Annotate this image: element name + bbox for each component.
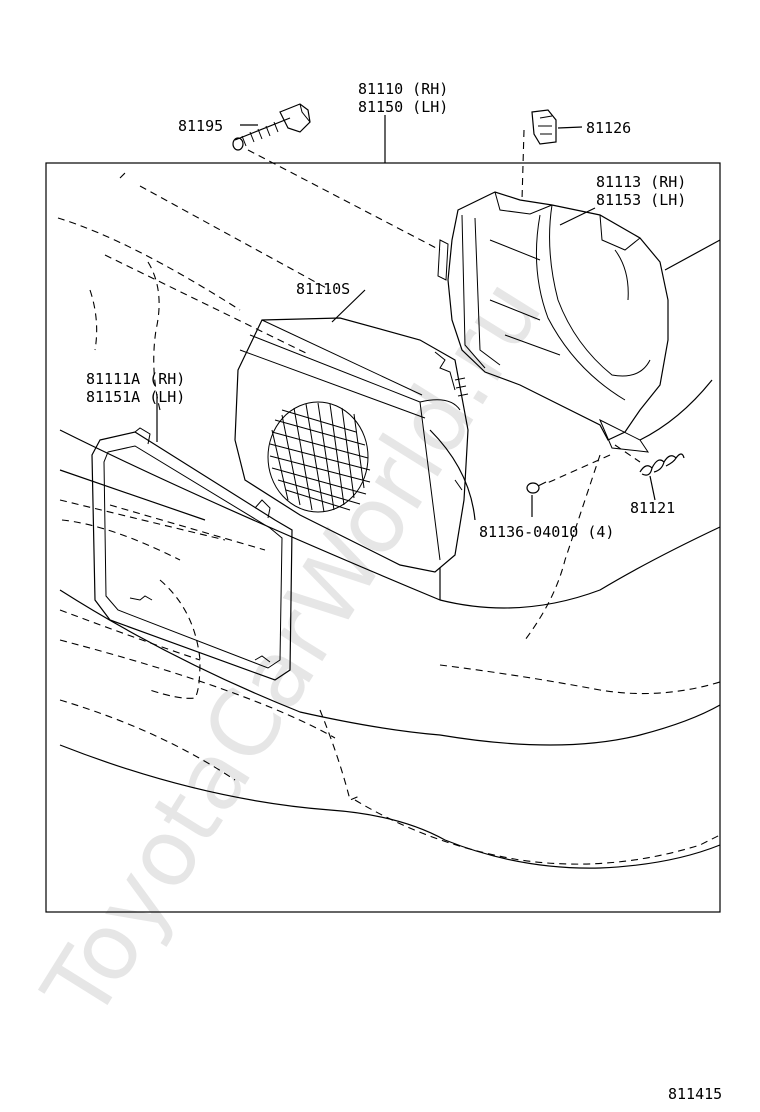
adjusting-screw xyxy=(232,103,311,151)
small-screw xyxy=(526,481,547,494)
diagram-id: 811415 xyxy=(668,1085,722,1103)
label-screw-adjuster: 81195 xyxy=(178,117,223,135)
retaining-rim xyxy=(91,427,293,699)
lamp-lens-grid xyxy=(267,401,371,513)
vehicle-body-outline xyxy=(57,169,721,869)
label-housing-lh: 81153 (LH) xyxy=(596,191,686,209)
label-headlamp-rh: 81110 (RH) xyxy=(358,80,448,98)
label-housing-rh: 81113 (RH) xyxy=(596,173,686,191)
leader-lines xyxy=(156,115,656,600)
label-clip: 81126 xyxy=(586,119,631,137)
label-rim-rh: 81111A (RH) xyxy=(86,370,185,388)
clip xyxy=(531,109,557,145)
label-sealed-beam: 81110S xyxy=(296,280,350,298)
spring xyxy=(639,453,685,476)
label-headlamp-lh: 81150 (LH) xyxy=(358,98,448,116)
label-screw: 81136-04010 (4) xyxy=(479,523,614,541)
headlamp-housing xyxy=(437,191,669,453)
label-rim-lh: 81151A (LH) xyxy=(86,388,185,406)
sealed-beam-lamp xyxy=(234,317,469,573)
label-spring: 81121 xyxy=(630,499,675,517)
diagram-frame xyxy=(45,162,721,913)
